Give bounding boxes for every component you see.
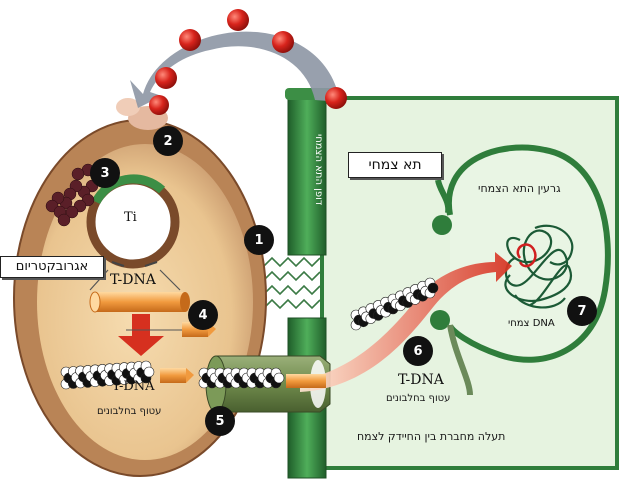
plant-cell-border — [320, 96, 619, 470]
cell-wall-label: דופן התא הצמחי — [313, 134, 324, 206]
step-3-badge: 3 — [90, 158, 120, 188]
wrapped-proteins-right-label: עטוף בחלבונים — [386, 393, 451, 404]
step-4-badge: 4 — [188, 300, 218, 330]
cell-wall-upper — [287, 89, 327, 256]
plant-dna-tangle — [504, 224, 574, 309]
step-6-badge: 6 — [403, 336, 433, 366]
step-7-badge: 7 — [567, 296, 597, 326]
channel-label: תעלה מחברת בין החיידק לצמח — [357, 430, 506, 443]
transport-trail — [300, 252, 512, 392]
red-down-arrow — [118, 314, 164, 356]
plant-dna-label: DNA צמחי — [508, 318, 555, 329]
agrobacterium-label: אגרובקטריום — [0, 256, 104, 278]
step-1-badge: 1 — [244, 225, 274, 255]
ti-plasmid-green-arc — [91, 174, 166, 205]
ti-label: Ti — [124, 210, 137, 225]
tdna-bracket — [89, 269, 181, 291]
step-5-badge: 5 — [205, 406, 235, 436]
plant-cell-label: תא צמחי — [348, 152, 442, 178]
ti-plasmid-cut — [111, 261, 158, 267]
tdna-bottom-label: T-DNA — [112, 379, 155, 394]
tdna-right-label: T-DNA — [398, 372, 444, 388]
tdna-in-nucleus — [516, 243, 537, 268]
tdna-top-label: T-DNA — [110, 272, 156, 288]
step-2-badge: 2 — [153, 126, 183, 156]
wrapped-proteins-bottom-label: עטוף בחלבונים — [97, 406, 162, 417]
tdna-tube-in-channel — [286, 374, 326, 388]
tdna-tube-small-2 — [160, 368, 194, 383]
tdna-tube-top — [89, 291, 190, 313]
receptor-blob-small — [116, 98, 140, 116]
signal-molecules — [149, 9, 347, 115]
nucleus-label: גרעין התא הצמחי — [478, 182, 561, 195]
